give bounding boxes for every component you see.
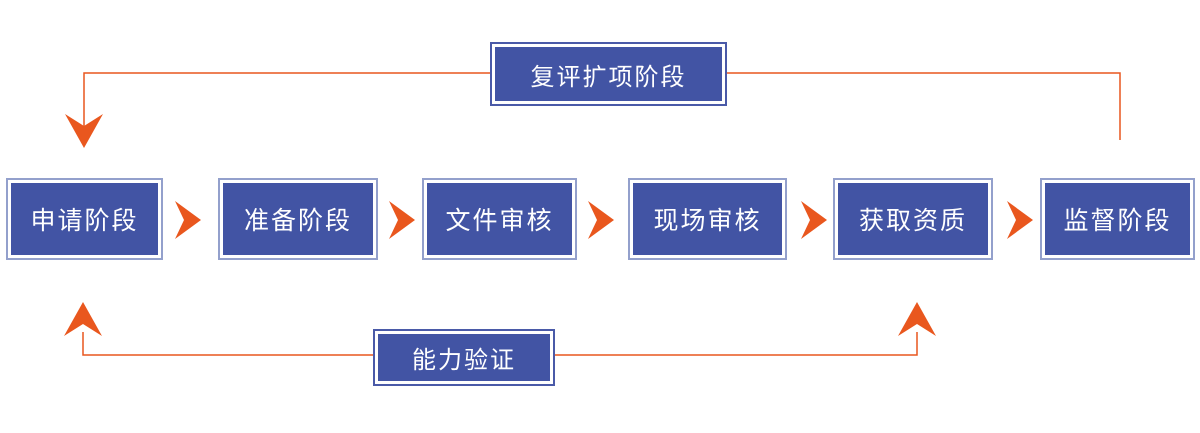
flow-chevron-icon — [1007, 201, 1033, 239]
flow-chevron-icon — [175, 201, 201, 239]
stage-label: 获取资质 — [858, 207, 967, 235]
flow-chevron-icon — [389, 201, 415, 239]
callout-label: 能力验证 — [412, 347, 516, 374]
stage-box-obtain-qualification: 获取资质 — [833, 178, 993, 260]
callout-label: 复评扩项阶段 — [530, 63, 687, 91]
stage-box-application: 申请阶段 — [6, 178, 163, 260]
stage-label: 监督阶段 — [1063, 207, 1172, 235]
stage-label: 申请阶段 — [30, 207, 139, 235]
arrow-up-right-icon — [898, 302, 936, 336]
arrow-down-icon — [65, 114, 103, 148]
callout-box-reassessment-expansion: 复评扩项阶段 — [490, 42, 727, 106]
flow-chevron-icon — [588, 201, 614, 239]
stage-label: 文件审核 — [445, 207, 554, 235]
flow-chevron-icon — [801, 201, 827, 239]
stage-label: 准备阶段 — [243, 207, 352, 235]
stage-box-supervision: 监督阶段 — [1040, 178, 1195, 260]
stage-box-preparation: 准备阶段 — [218, 178, 378, 260]
stage-label: 现场审核 — [653, 207, 762, 235]
stage-box-document-review: 文件审核 — [422, 178, 577, 260]
stage-box-onsite-review: 现场审核 — [628, 178, 787, 260]
arrow-up-left-icon — [64, 302, 102, 336]
callout-box-capability-verification: 能力验证 — [373, 329, 555, 386]
